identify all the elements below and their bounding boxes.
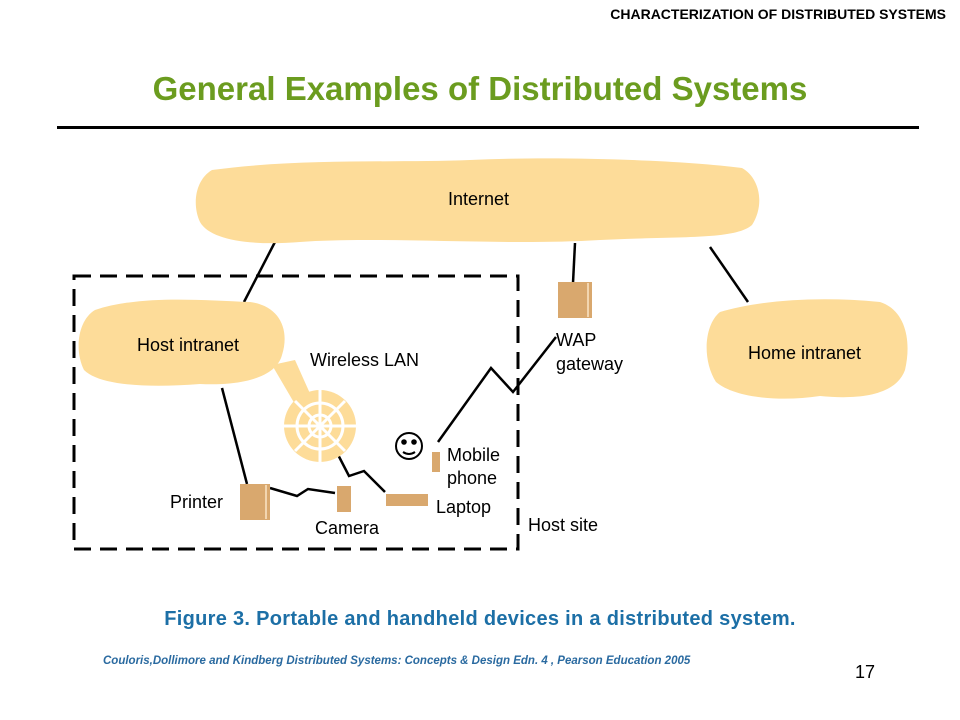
mobile-phone-device — [432, 452, 440, 472]
home-intranet-label: Home intranet — [748, 343, 861, 363]
link-internet-wap — [571, 242, 577, 284]
section-header: CHARACTERIZATION OF DISTRIBUTED SYSTEMS — [610, 6, 946, 22]
link-wap-mobile — [436, 336, 557, 443]
wireless-lan-icon — [284, 390, 356, 462]
host-intranet-cloud — [78, 299, 285, 386]
title-divider — [57, 126, 919, 129]
internet-cloud — [195, 158, 760, 244]
user-face-icon — [395, 432, 423, 460]
mobile-label-line-2: phone — [447, 468, 497, 488]
link-internet-home — [708, 246, 750, 303]
host-site-label: Host site — [528, 515, 598, 535]
wap-label-line-2: gateway — [556, 354, 623, 374]
link-printer-camera — [269, 486, 336, 498]
laptop-label: Laptop — [436, 497, 491, 517]
link-wireless-laptop — [331, 444, 386, 493]
laptop-device — [386, 494, 428, 506]
wap-gateway-device — [558, 282, 592, 318]
source-credit: Couloris,Dollimore and Kindberg Distribu… — [103, 655, 691, 667]
wireless-link-beam — [272, 360, 312, 406]
host-site-boundary — [72, 274, 520, 551]
host-intranet-label: Host intranet — [137, 335, 239, 355]
page-number: 17 — [855, 662, 876, 682]
wireless-lan-label: Wireless LAN — [310, 350, 419, 370]
mobile-phone-label: Mobile phone — [447, 445, 505, 488]
wap-label-line-1: WAP — [556, 330, 596, 350]
mobile-label-line-1: Mobile — [447, 445, 500, 465]
link-host-printer — [220, 387, 249, 485]
home-intranet-cloud — [706, 299, 908, 399]
link-internet-host — [242, 239, 278, 303]
camera-label: Camera — [315, 518, 380, 538]
slide-title: General Examples of Distributed Systems — [152, 70, 808, 107]
internet-label: Internet — [448, 189, 509, 209]
figure-caption: Figure 3. Portable and handheld devices … — [164, 608, 796, 630]
printer-label: Printer — [170, 492, 223, 512]
wap-gateway-label: WAP gateway — [556, 330, 623, 374]
camera-device — [337, 486, 351, 512]
